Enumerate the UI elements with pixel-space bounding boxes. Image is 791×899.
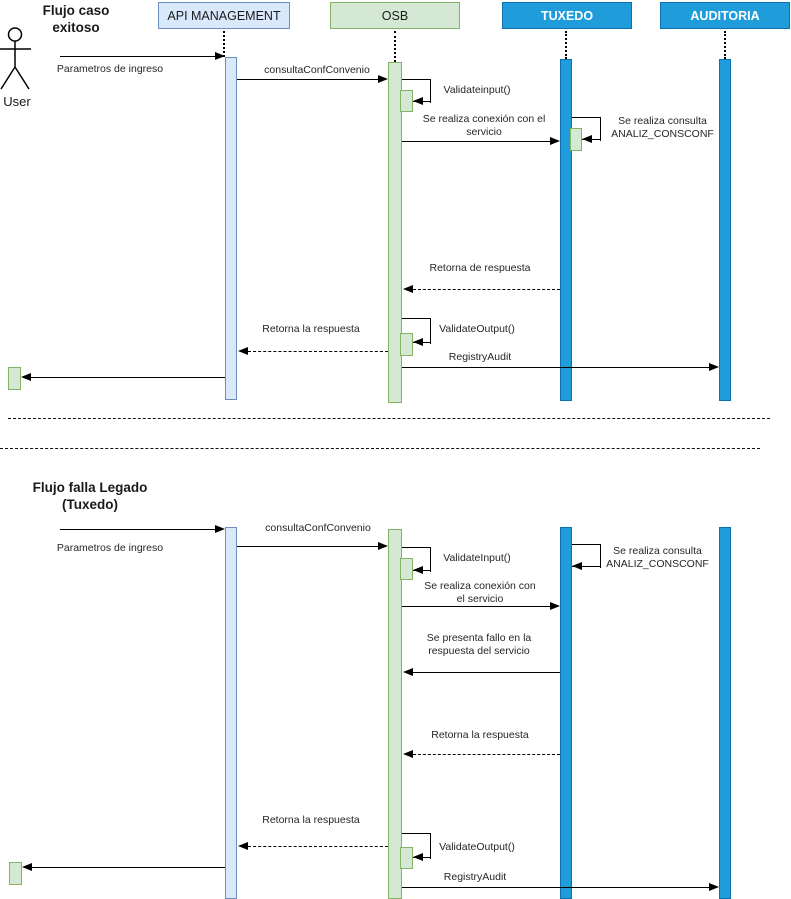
activation-nested-tuxedo-flow1 [570,128,582,151]
activation-bar-tuxedo-flow2 [560,527,572,899]
message-label-analiz-flow2: Se realiza consulta ANALIZ_CONSCONF [606,545,709,570]
message-label-validateoutput-flow2: ValidateOutput() [439,841,515,853]
message-label-consulta-flow2: consultaConfConvenio [265,522,371,534]
arrowhead-right-icon [378,542,388,550]
message-label-fallo-flow2: Se presenta fallo en la respuesta del se… [426,632,532,657]
message-label-retorna-la-flow1: Retorna la respuesta [262,323,360,335]
activation-bar-osb-flow1 [388,62,402,403]
message-line-retorna-la-flow1 [248,351,388,352]
message-label-analiz-flow1: Se realiza consulta ANALIZ_CONSCONF [611,115,714,140]
lifeline-header-auditoria: AUDITORIA [660,2,790,29]
message-label-validateoutput-flow1: ValidateOutput() [439,323,515,335]
arrowhead-left-icon [582,135,592,143]
message-label-consulta-flow1: consultaConfConvenio [264,64,370,76]
message-line-retorna-de-flow1 [413,289,560,290]
self-loop-return-line [572,566,600,567]
arrowhead-left-icon [413,566,423,574]
lifeline-dotted-api [223,31,225,57]
message-line-retorna-tuxedo-flow2 [413,754,560,755]
arrowhead-left-icon [22,863,32,871]
self-loop-validateinput-flow1 [402,79,431,103]
message-line-conexion-flow1 [402,141,550,142]
self-loop-validateoutput-flow1 [402,318,431,344]
arrowhead-left-icon [413,853,423,861]
arrowhead-right-icon [550,602,560,610]
arrowhead-left-icon [238,347,248,355]
activation-nested-osb-validateoutput-flow2 [400,847,413,869]
arrowhead-left-icon [21,373,31,381]
arrowhead-left-icon [413,338,423,346]
self-loop-analiz-flow2 [572,544,601,568]
arrowhead-left-icon [238,842,248,850]
arrowhead-right-icon [709,883,719,891]
arrowhead-right-icon [215,52,225,60]
lifeline-header-tuxedo: TUXEDO [502,2,632,29]
return-box-user-flow1 [8,367,21,390]
arrowhead-left-icon [572,562,582,570]
activation-bar-api-flow2 [225,527,237,899]
message-label-retorna-api-flow2: Retorna la respuesta [262,814,360,826]
user-actor-icon [0,27,31,90]
message-line-conexion-flow2 [402,606,550,607]
lifeline-dotted-osb [394,31,396,62]
flow-separator-line-2 [0,448,760,449]
activation-nested-osb-validateinput-flow2 [400,558,413,580]
message-line-params-flow1 [60,56,215,57]
arrowhead-left-icon [403,285,413,293]
message-label-validateinput-flow2: ValidateInput() [443,552,511,564]
flow2-title: Flujo falla Legado (Tuxedo) [32,480,148,512]
message-label-conexion-flow2: Se realiza conexión con el servicio [424,580,536,605]
message-line-consulta-flow2 [237,546,378,547]
self-loop-validateinput-flow2 [402,547,431,572]
message-line-return-user-flow2 [32,867,225,868]
arrowhead-right-icon [709,363,719,371]
arrowhead-right-icon [550,137,560,145]
activation-bar-auditoria-flow1 [719,59,731,401]
activation-nested-osb-validateinput-flow1 [400,90,413,112]
message-label-registryaudit-flow2: RegistryAudit [443,871,507,883]
activation-bar-tuxedo-flow1 [560,59,572,401]
message-line-retorna-api-flow2 [248,846,388,847]
activation-bar-api-flow1 [225,57,237,400]
arrowhead-left-icon [403,668,413,676]
arrowhead-right-icon [215,525,225,533]
lifeline-header-api-management: API MANAGEMENT [158,2,290,29]
arrowhead-left-icon [403,750,413,758]
flow1-title: Flujo caso exitoso [42,3,110,35]
message-label-retorna-tuxedo-flow2: Retorna la respuesta [431,729,529,741]
message-line-registryaudit-flow2 [402,887,709,888]
self-loop-analiz-flow1 [572,117,601,141]
flow-separator-line-1 [8,418,770,419]
user-actor-label: User [3,94,31,109]
self-loop-validateoutput-flow2 [402,833,431,859]
message-label-params-flow2: Parametros de ingreso [56,542,164,554]
message-line-consulta-flow1 [237,79,378,80]
message-label-registryaudit-flow1: RegistryAudit [448,351,512,363]
activation-bar-osb-flow2 [388,529,402,899]
message-line-params-flow2 [60,529,215,530]
message-label-retorna-de-flow1: Retorna de respuesta [429,262,531,274]
message-label-validateinput-flow1: Validateinput() [443,84,511,96]
message-label-conexion-flow1: Se realiza conexión con el servicio [422,113,546,138]
message-line-fallo-flow2 [413,672,560,673]
lifeline-header-osb: OSB [330,2,460,29]
message-line-registryaudit-flow1 [402,367,709,368]
activation-nested-osb-validateoutput-flow1 [400,333,413,356]
lifeline-dotted-auditoria [724,31,726,59]
message-line-return-user-flow1 [31,377,225,378]
activation-bar-auditoria-flow2 [719,527,731,899]
return-box-user-flow2 [9,862,22,885]
lifeline-dotted-tuxedo [565,31,567,59]
arrowhead-right-icon [378,75,388,83]
arrowhead-left-icon [413,97,423,105]
message-label-params-flow1: Parametros de ingreso [56,63,164,75]
